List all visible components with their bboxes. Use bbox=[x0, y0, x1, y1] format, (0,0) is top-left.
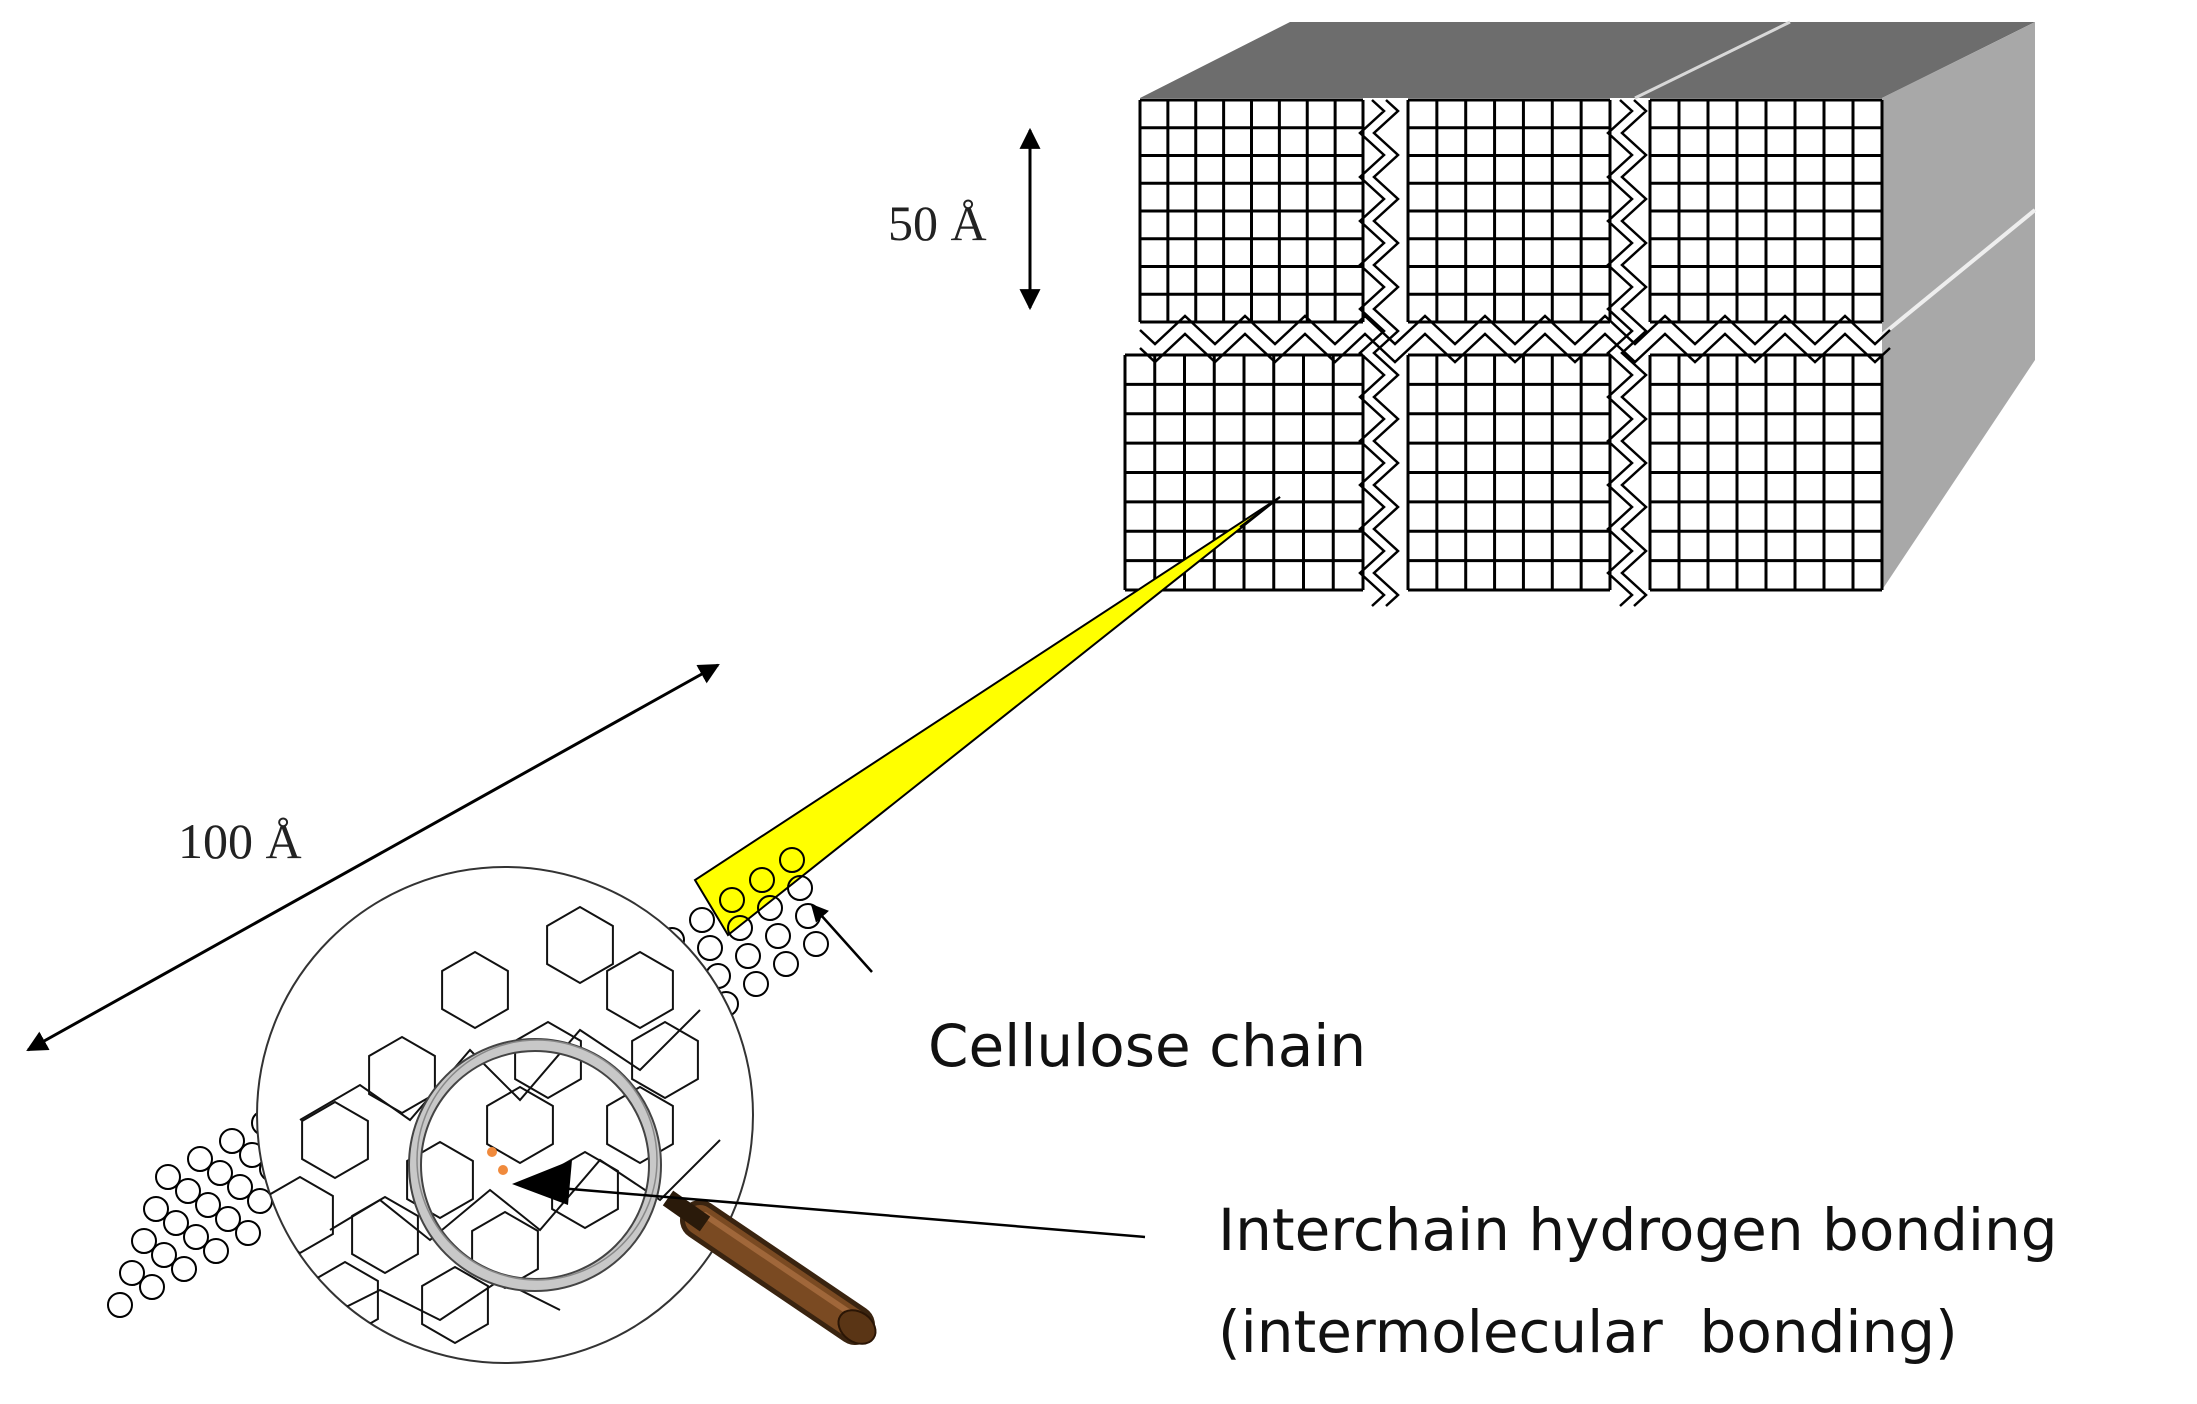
glucose-ring-hexagon bbox=[441, 950, 509, 1030]
magnifying-glass-icon bbox=[408, 1038, 877, 1345]
block-side-face bbox=[1882, 22, 2035, 590]
glucose-ring-hexagon bbox=[406, 1140, 474, 1220]
amorphous-zigzag bbox=[1358, 99, 1386, 607]
crystal-grid bbox=[1406, 353, 1612, 592]
dimension-label-50: 50 Å bbox=[888, 195, 987, 251]
molecular-close-up bbox=[256, 866, 754, 1364]
dimension-label-100: 100 Å bbox=[178, 813, 302, 869]
crystalline-grid-blocks bbox=[1123, 98, 1884, 592]
glucose-ring-hexagon bbox=[421, 1265, 489, 1345]
label-hydrogen-bonding: Interchain hydrogen bonding bbox=[1218, 1196, 2058, 1264]
crystal-grid bbox=[1406, 98, 1612, 324]
zoom-beam bbox=[693, 496, 1281, 937]
amorphous-regions bbox=[1139, 99, 1891, 607]
hydrogen-bond-marker bbox=[487, 1147, 497, 1157]
glucose-ring-hexagon bbox=[368, 1035, 436, 1115]
amorphous-zigzag bbox=[1139, 332, 1891, 364]
microfibril-block: 50 Å bbox=[888, 20, 2037, 607]
glucose-ring-hexagon bbox=[301, 1100, 369, 1180]
glucose-ring-hexagon bbox=[606, 950, 674, 1030]
crystal-grid bbox=[1138, 98, 1365, 324]
hydrogen-bond-pointer bbox=[522, 1183, 1146, 1239]
glucose-ring-hexagon bbox=[631, 1020, 699, 1100]
amorphous-zigzag bbox=[1606, 99, 1634, 607]
crystal-grid bbox=[1123, 353, 1365, 592]
glucose-ring-hexagon bbox=[486, 1085, 554, 1165]
block-top-face bbox=[1140, 22, 2035, 98]
glucose-ring-hexagon bbox=[546, 905, 614, 985]
crystal-grid bbox=[1648, 98, 1884, 324]
cellulose-chain-pointer bbox=[810, 903, 873, 973]
crystal-grid bbox=[1648, 353, 1884, 592]
dimension-arrow-diagonal bbox=[26, 663, 720, 1052]
hydrogen-bond-marker bbox=[498, 1165, 508, 1175]
label-intermolecular-bonding: (intermolecular bonding) bbox=[1218, 1298, 1958, 1366]
amorphous-zigzag bbox=[1139, 314, 1891, 346]
glucose-ring-hexagon bbox=[606, 1085, 674, 1165]
label-cellulose-chain: Cellulose chain bbox=[928, 1012, 1366, 1080]
